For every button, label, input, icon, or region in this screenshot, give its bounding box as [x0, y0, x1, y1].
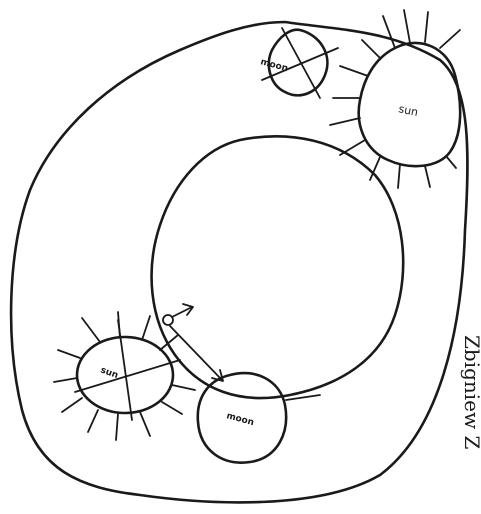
inner-ring: [152, 136, 404, 398]
moon-bottom: moon: [198, 373, 320, 463]
sun-top: sun: [330, 10, 460, 188]
sun-top-label: sun: [397, 102, 419, 119]
moon-top-label: moon: [259, 57, 289, 74]
sun-bottom-label: sun: [99, 365, 119, 381]
arrow-to-bottom-moon: [170, 326, 222, 380]
moon-top: moon: [259, 28, 338, 98]
outer-ring: [11, 22, 467, 502]
moon-bottom-label: moon: [225, 411, 255, 428]
signature-caption: Zbigniew Z: [460, 335, 481, 449]
